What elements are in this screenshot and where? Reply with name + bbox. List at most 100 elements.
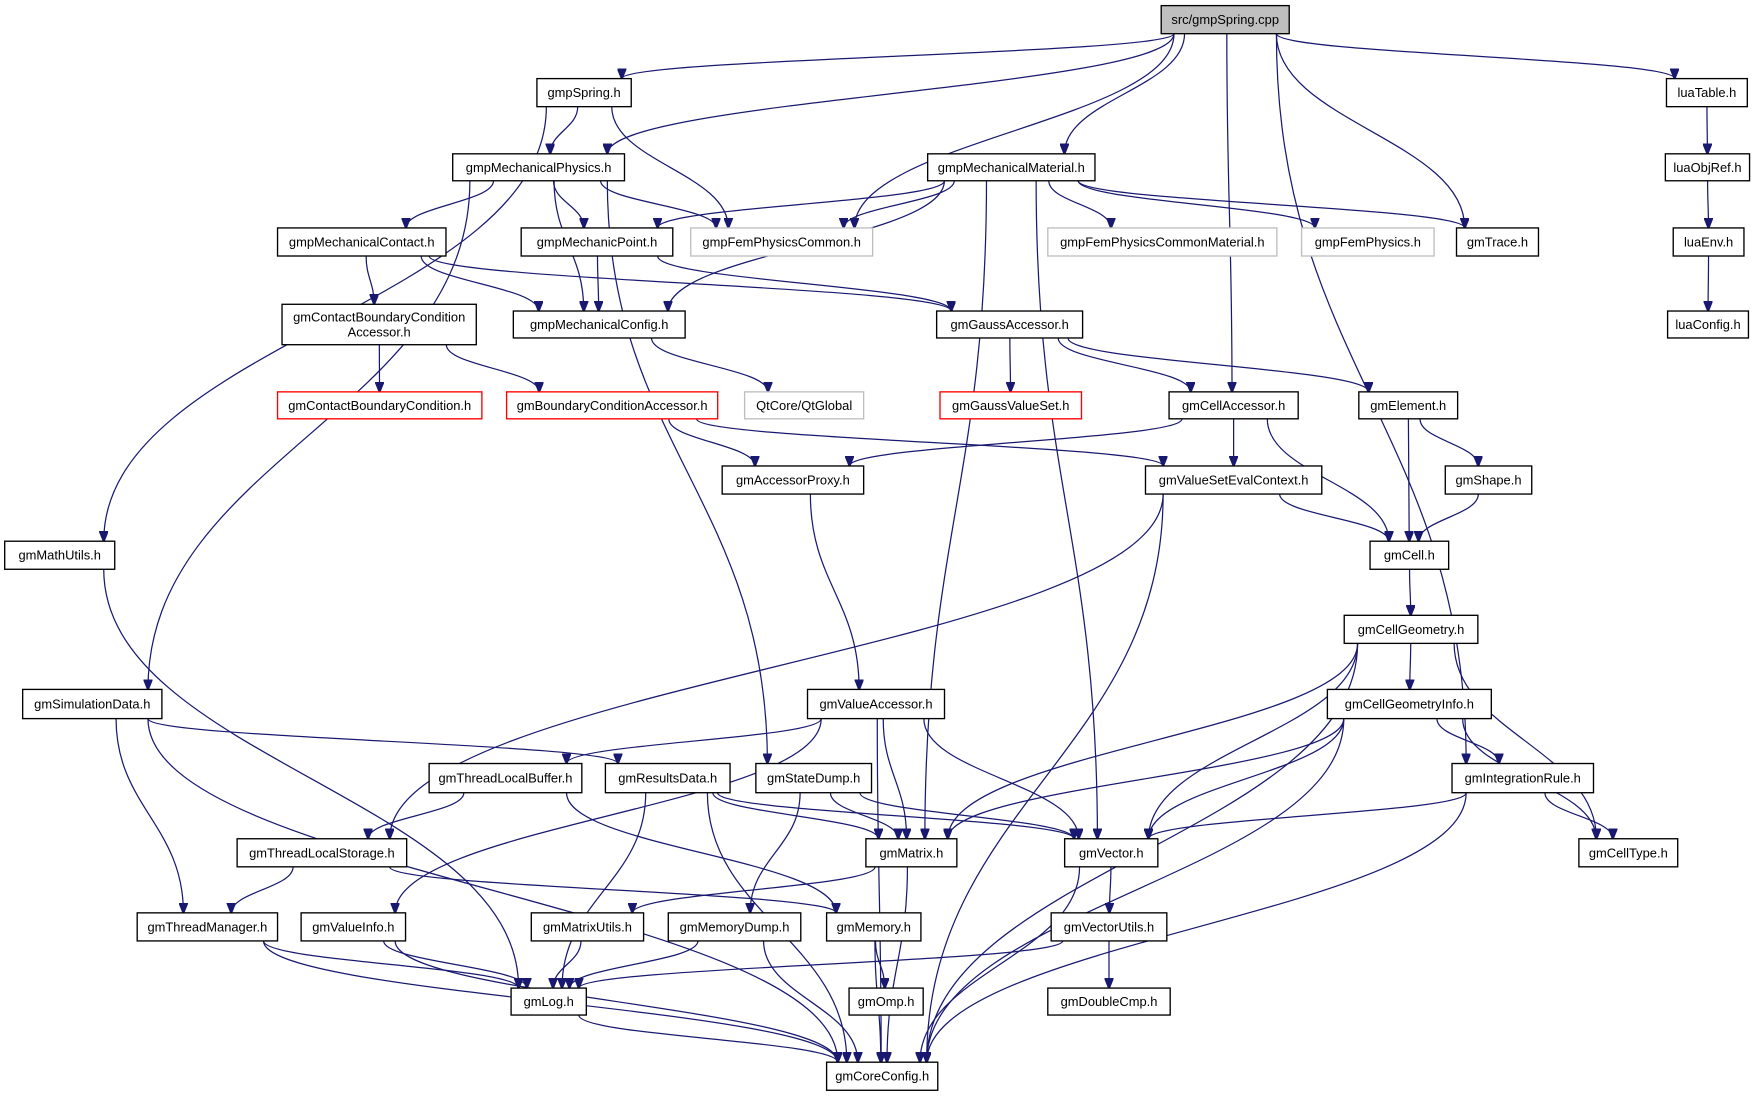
node-box[interactable] xyxy=(276,391,483,420)
node-box[interactable] xyxy=(926,153,1096,182)
node-box[interactable] xyxy=(520,227,674,257)
graph-node-mcontact[interactable]: gmpMechanicalContact.h xyxy=(276,227,447,257)
graph-node-luaObjRef[interactable]: luaObjRef.h xyxy=(1664,153,1751,182)
graph-node-femCommonMat[interactable]: gmpFemPhysicsCommonMaterial.h xyxy=(1047,227,1278,257)
node-box[interactable] xyxy=(1665,77,1748,108)
node-box[interactable] xyxy=(825,912,922,942)
graph-node-luaConfig[interactable]: luaConfig.h xyxy=(1666,310,1750,339)
node-box[interactable] xyxy=(755,762,873,794)
node-box[interactable] xyxy=(21,688,163,720)
graph-node-trace[interactable]: gmTrace.h xyxy=(1455,227,1540,257)
node-box[interactable] xyxy=(1455,227,1540,257)
node-box[interactable] xyxy=(1144,465,1323,495)
graph-node-memDump[interactable]: gmMemoryDump.h xyxy=(667,912,802,942)
graph-node-coreConfig[interactable]: gmCoreConfig.h xyxy=(825,1061,939,1091)
node-box[interactable] xyxy=(276,227,447,257)
graph-node-tlStorage[interactable]: gmThreadLocalStorage.h xyxy=(236,838,408,868)
node-box[interactable] xyxy=(512,310,686,339)
graph-node-cellGeomInfo[interactable]: gmCellGeometryInfo.h xyxy=(1326,688,1492,720)
graph-node-cell[interactable]: gmCell.h xyxy=(1369,540,1450,570)
node-box[interactable] xyxy=(536,77,632,108)
node-box[interactable] xyxy=(667,912,802,942)
node-box[interactable] xyxy=(1664,153,1751,182)
node-box[interactable] xyxy=(236,838,408,868)
node-box[interactable] xyxy=(1672,227,1745,257)
node-box[interactable] xyxy=(136,912,279,942)
graph-node-cellGeom[interactable]: gmCellGeometry.h xyxy=(1343,614,1479,645)
node-box[interactable] xyxy=(4,540,116,570)
graph-node-tlBuffer[interactable]: gmThreadLocalBuffer.h xyxy=(428,762,583,794)
graph-node-vector[interactable]: gmVector.h xyxy=(1063,838,1159,868)
graph-node-accProxy[interactable]: gmAccessorProxy.h xyxy=(721,465,865,495)
node-box[interactable] xyxy=(604,762,731,794)
node-box[interactable] xyxy=(1326,688,1492,720)
graph-node-spring[interactable]: gmpSpring.h xyxy=(536,77,632,108)
graph-node-doubleCmp[interactable]: gmDoubleCmp.h xyxy=(1047,987,1171,1016)
graph-node-vsEval[interactable]: gmValueSetEvalContext.h xyxy=(1144,465,1323,495)
graph-node-intRule[interactable]: gmIntegrationRule.h xyxy=(1451,762,1595,794)
node-box[interactable] xyxy=(1160,4,1290,35)
node-box[interactable] xyxy=(721,465,865,495)
node-box[interactable] xyxy=(1300,227,1435,257)
graph-node-element[interactable]: gmElement.h xyxy=(1358,391,1459,420)
graph-node-femCommon[interactable]: gmpFemPhysicsCommon.h xyxy=(690,227,874,257)
graph-node-stateDump[interactable]: gmStateDump.h xyxy=(755,762,873,794)
graph-node-luaTable[interactable]: luaTable.h xyxy=(1665,77,1748,108)
graph-node-mconfig[interactable]: gmpMechanicalConfig.h xyxy=(512,310,686,339)
node-box[interactable] xyxy=(1047,987,1171,1016)
node-box[interactable] xyxy=(510,987,587,1016)
graph-node-bcAcc[interactable]: gmBoundaryConditionAccessor.h xyxy=(505,391,719,420)
node-box[interactable] xyxy=(428,762,583,794)
graph-node-valueAcc[interactable]: gmValueAccessor.h xyxy=(806,688,946,720)
node-box[interactable] xyxy=(1050,912,1168,942)
graph-node-valueInfo[interactable]: gmValueInfo.h xyxy=(300,912,407,942)
node-box[interactable] xyxy=(939,391,1083,420)
graph-node-cpp[interactable]: src/gmpSpring.cpp xyxy=(1160,4,1290,35)
node-box[interactable] xyxy=(865,838,958,868)
graph-node-gaussVS[interactable]: gmGaussValueSet.h xyxy=(939,391,1083,420)
graph-node-femPhys[interactable]: gmpFemPhysics.h xyxy=(1300,227,1435,257)
node-box[interactable] xyxy=(1358,391,1459,420)
node-box[interactable] xyxy=(1444,465,1533,495)
node-box[interactable] xyxy=(848,987,924,1016)
graph-node-cellAcc[interactable]: gmCellAccessor.h xyxy=(1168,391,1299,420)
graph-node-mphys[interactable]: gmpMechanicalPhysics.h xyxy=(452,153,626,182)
graph-node-gaussAcc[interactable]: gmGaussAccessor.h xyxy=(935,310,1084,339)
graph-node-qt[interactable]: QtCore/QtGlobal xyxy=(743,391,865,420)
graph-node-cbc[interactable]: gmContactBoundaryCondition.h xyxy=(276,391,483,420)
node-box[interactable] xyxy=(281,303,477,346)
node-box[interactable] xyxy=(1578,838,1679,868)
graph-node-log[interactable]: gmLog.h xyxy=(510,987,587,1016)
node-box[interactable] xyxy=(743,391,865,420)
graph-node-luaEnv[interactable]: luaEnv.h xyxy=(1672,227,1745,257)
node-box[interactable] xyxy=(300,912,407,942)
graph-node-mpoint[interactable]: gmpMechanicPoint.h xyxy=(520,227,674,257)
node-box[interactable] xyxy=(452,153,626,182)
node-box[interactable] xyxy=(505,391,719,420)
node-box[interactable] xyxy=(530,912,645,942)
node-box[interactable] xyxy=(1369,540,1450,570)
graph-node-mathUtils[interactable]: gmMathUtils.h xyxy=(4,540,116,570)
graph-node-threadMgr[interactable]: gmThreadManager.h xyxy=(136,912,279,942)
node-box[interactable] xyxy=(1047,227,1278,257)
graph-node-simData[interactable]: gmSimulationData.h xyxy=(21,688,163,720)
node-box[interactable] xyxy=(1451,762,1595,794)
graph-node-vectorUtils[interactable]: gmVectorUtils.h xyxy=(1050,912,1168,942)
graph-node-cellType[interactable]: gmCellType.h xyxy=(1578,838,1679,868)
node-box[interactable] xyxy=(806,688,946,720)
graph-node-matrixUtils[interactable]: gmMatrixUtils.h xyxy=(530,912,645,942)
node-box[interactable] xyxy=(1343,614,1479,645)
node-box[interactable] xyxy=(690,227,874,257)
node-box[interactable] xyxy=(935,310,1084,339)
graph-node-shape[interactable]: gmShape.h xyxy=(1444,465,1533,495)
graph-node-memory[interactable]: gmMemory.h xyxy=(825,912,922,942)
graph-node-omp[interactable]: gmOmp.h xyxy=(848,987,924,1016)
node-box[interactable] xyxy=(825,1061,939,1091)
node-box[interactable] xyxy=(1063,838,1159,868)
graph-node-results[interactable]: gmResultsData.h xyxy=(604,762,731,794)
node-box[interactable] xyxy=(1168,391,1299,420)
graph-node-mmat[interactable]: gmpMechanicalMaterial.h xyxy=(926,153,1096,182)
node-box[interactable] xyxy=(1666,310,1750,339)
graph-node-matrix[interactable]: gmMatrix.h xyxy=(865,838,958,868)
